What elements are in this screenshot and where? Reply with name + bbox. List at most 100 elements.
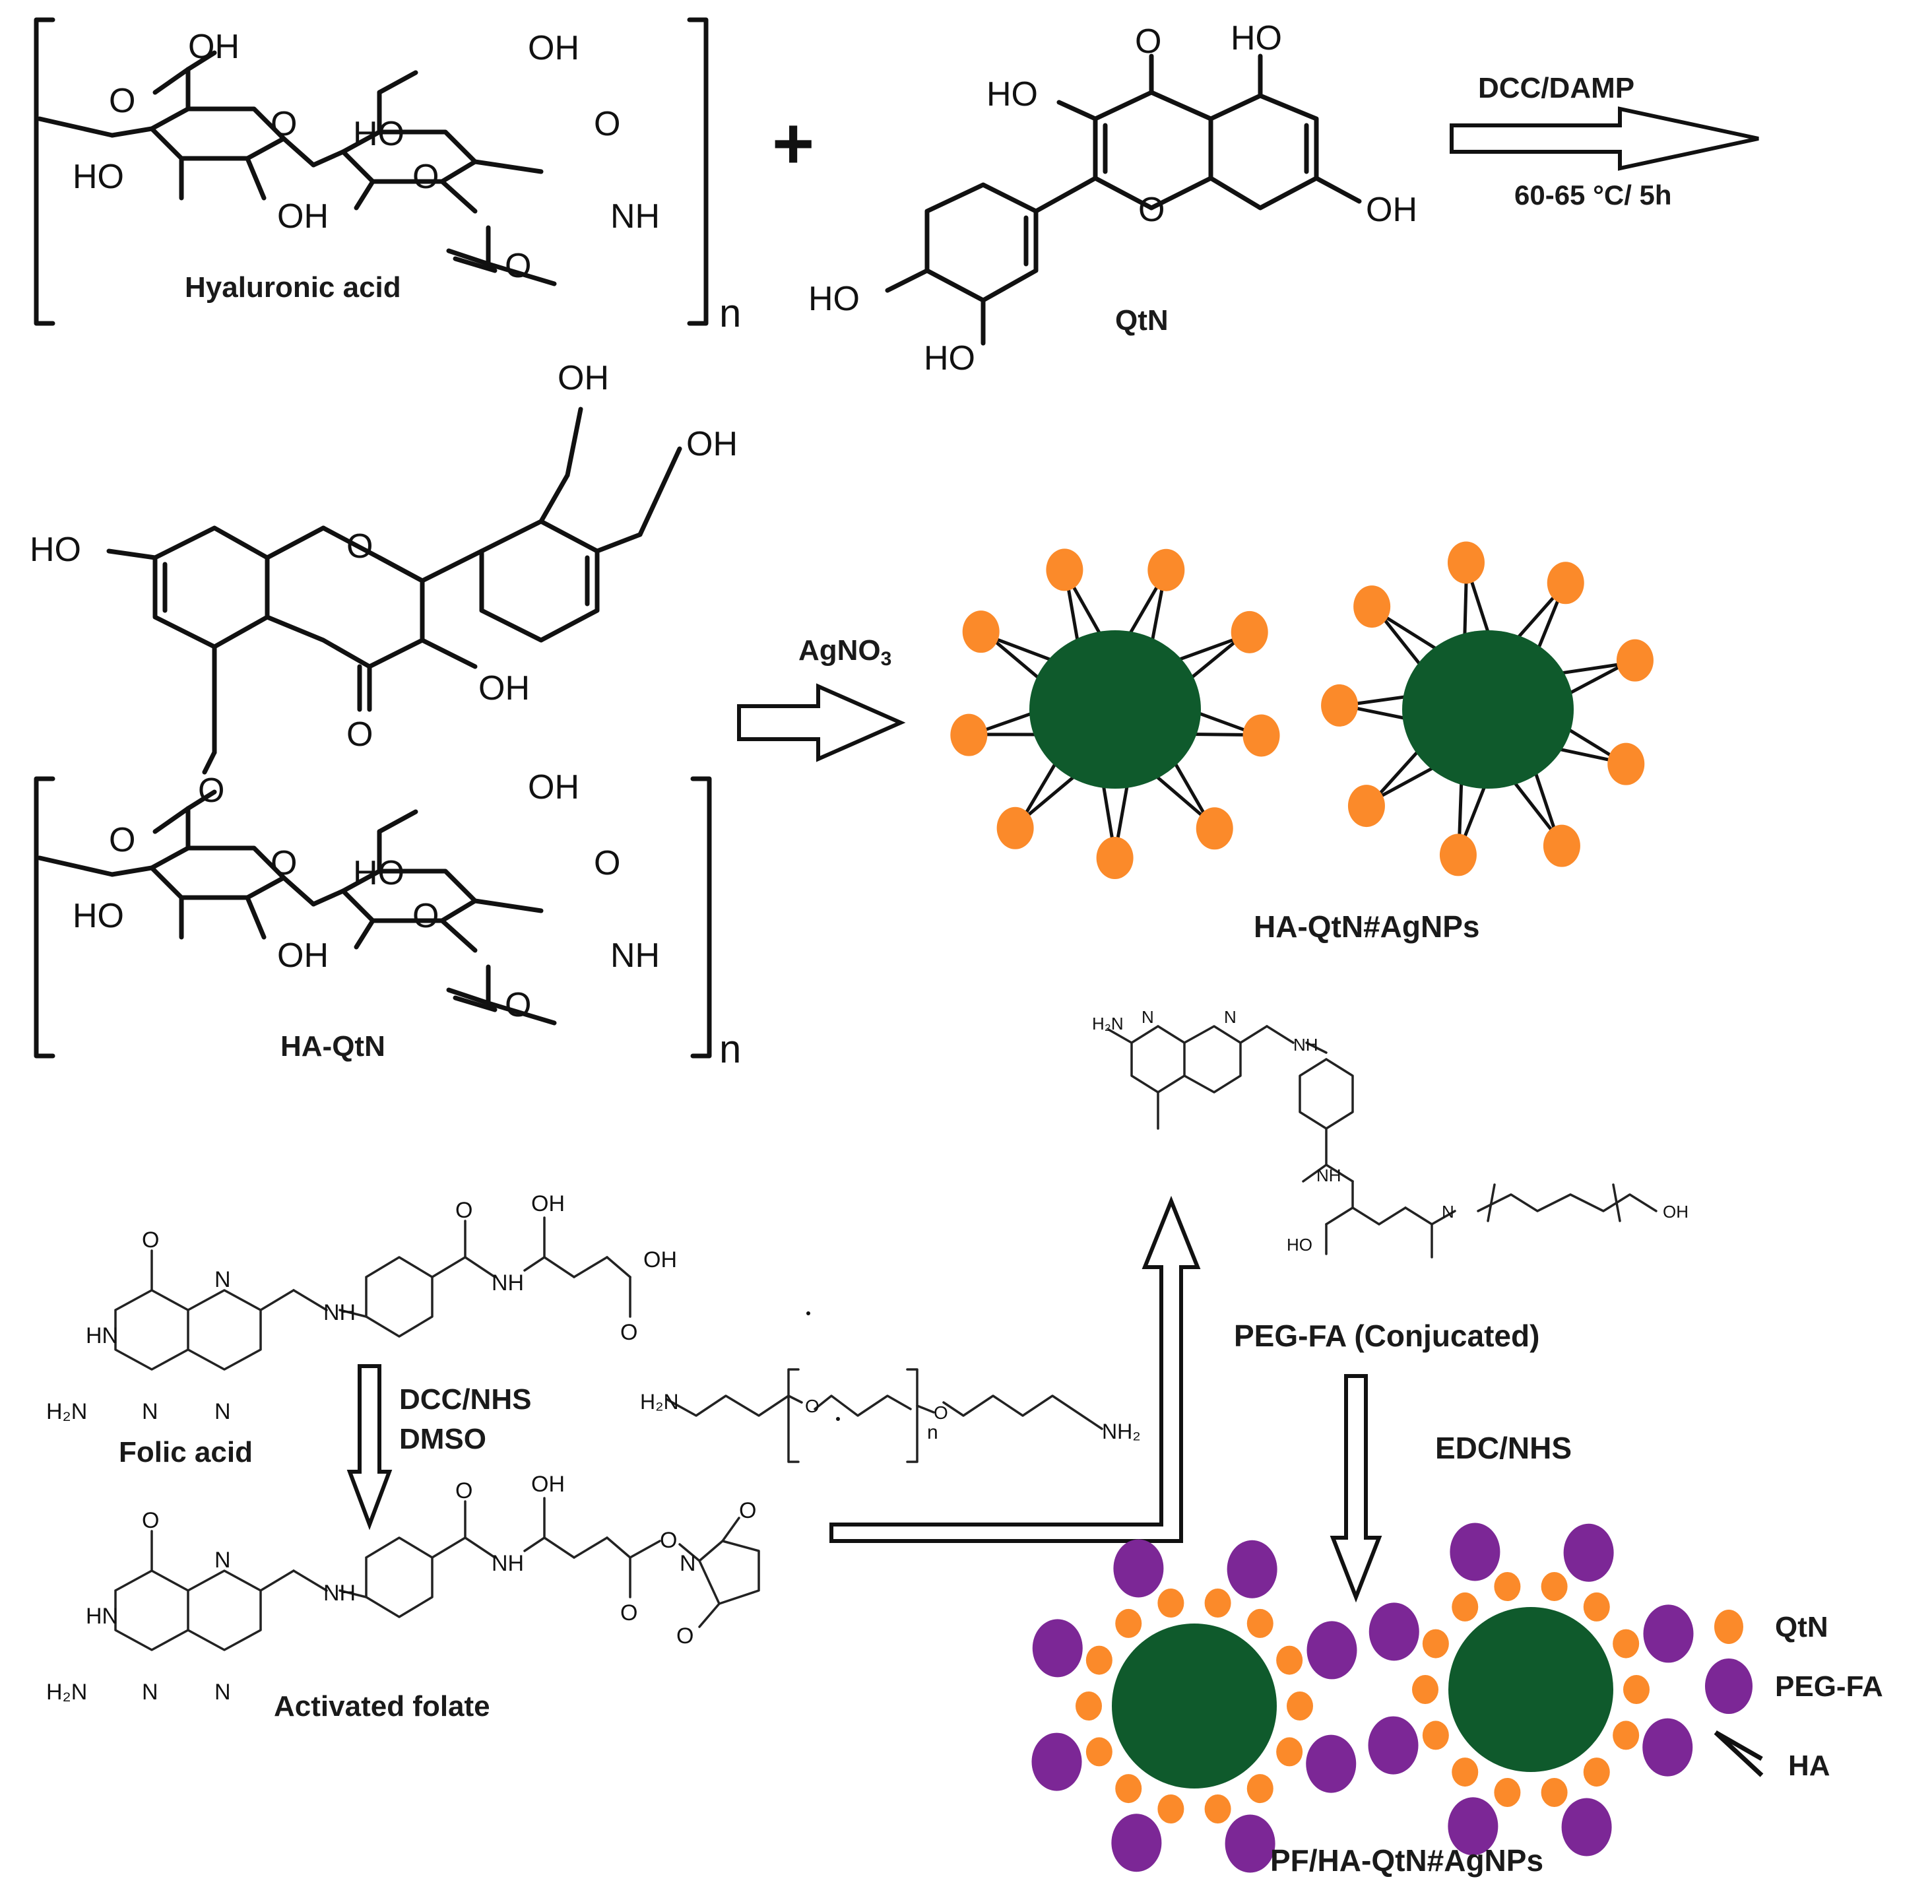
- peg-fa-structure: H₂N N N NH NH HO N OH PEG-FA (Conjucated…: [1092, 1007, 1689, 1353]
- atom-label: H₂N: [1092, 1014, 1124, 1034]
- folic-acid-structure: O HN H₂N N N N NH O NH OH OH O Folic aci…: [46, 1191, 677, 1468]
- reagent-dcc-nhs: DCC/NHS: [399, 1383, 531, 1416]
- step1-arrow: DCC/DAMP 60-65 °C/ 5h: [1450, 72, 1759, 211]
- atom-label: OH: [277, 197, 329, 236]
- quercetin-dot: [1607, 742, 1645, 785]
- peg-fa-dot: [1306, 1621, 1357, 1680]
- pf-ha-qtn-agnps-group: [1031, 1523, 1694, 1873]
- reagent-agno3: AgNO3: [798, 634, 891, 670]
- repeat-n: n: [719, 1027, 741, 1071]
- peg-n: n: [927, 1422, 938, 1443]
- atom-label: N: [1142, 1007, 1154, 1027]
- atom-label: OH: [1366, 191, 1417, 229]
- atom-label: O: [676, 1624, 693, 1649]
- legend-peg-fa-swatch: [1705, 1658, 1753, 1714]
- atom-label: O: [594, 105, 620, 143]
- quercetin-dot: [1157, 1794, 1184, 1823]
- quercetin-dot: [1204, 1589, 1231, 1618]
- quercetin-dot: [1613, 1629, 1640, 1658]
- atom-label: NH: [610, 936, 660, 975]
- atom-label: OH: [558, 359, 609, 397]
- atom-label: HO: [1287, 1235, 1312, 1255]
- peg-fa-dot: [1368, 1716, 1419, 1775]
- ha-qtn-agnp: [1321, 541, 1654, 876]
- quercetin-dot: [1447, 541, 1485, 584]
- atom-label: O: [346, 527, 373, 566]
- atom-label: O: [412, 897, 439, 935]
- quercetin-dot: [1147, 548, 1185, 591]
- quercetin-dot: [1085, 1737, 1112, 1767]
- atom-label: O: [109, 821, 135, 859]
- atom-label: NH: [1293, 1035, 1318, 1055]
- quercetin-dot: [1157, 1589, 1184, 1618]
- atom-label: O: [505, 986, 531, 1024]
- legend-qtn-swatch: [1714, 1610, 1743, 1644]
- silver-core: [1402, 630, 1574, 789]
- atom-label: OH: [643, 1247, 677, 1272]
- quercetin-dot: [962, 610, 1000, 653]
- atom-label: OH: [531, 1191, 565, 1216]
- plus-sign: +: [772, 103, 814, 184]
- ha-qtn-agnps-label: HA-QtN#AgNPs: [1254, 909, 1479, 944]
- atom-label: O: [142, 1508, 159, 1533]
- quercetin-dot: [1452, 1592, 1479, 1622]
- quercetin-dot: [1583, 1757, 1610, 1787]
- quercetin-dot: [1076, 1691, 1102, 1721]
- atom-label: O: [934, 1402, 948, 1423]
- quercetin-dot: [1196, 807, 1233, 850]
- step4-arrow: EDC/NHS: [1330, 1374, 1572, 1603]
- atom-label: OH: [478, 669, 530, 707]
- qtn-label: QtN: [1115, 304, 1169, 337]
- quercetin-dot: [1422, 1629, 1449, 1658]
- atom-label: NH: [1316, 1165, 1341, 1185]
- atom-label: O: [594, 844, 620, 882]
- peg-fa-dot: [1113, 1539, 1164, 1598]
- atom-label: O: [505, 247, 531, 285]
- hyaluronic-acid-label: Hyaluronic acid: [185, 271, 401, 304]
- ha-qtn-label: HA-QtN: [280, 1030, 385, 1063]
- atom-label: N: [214, 1548, 231, 1573]
- quercetin-dot: [1276, 1737, 1303, 1767]
- atom-label: O: [620, 1600, 637, 1625]
- ha-qtn-agnp: [950, 548, 1280, 879]
- quercetin-dot: [1412, 1675, 1438, 1704]
- peg-fa-label: PEG-FA (Conjucated): [1234, 1319, 1539, 1353]
- peg-fa-dot: [1032, 1619, 1083, 1678]
- quercetin-dot: [1541, 1572, 1568, 1602]
- atom-label: N: [214, 1399, 231, 1424]
- atom-label: O: [1135, 22, 1161, 61]
- peg-fa-dot: [1225, 1814, 1275, 1873]
- silver-core: [1112, 1624, 1277, 1789]
- atom-label: O: [455, 1198, 472, 1223]
- quercetin-dot: [1246, 1608, 1273, 1638]
- atom-label: OH: [686, 425, 738, 463]
- quercetin-dot: [1543, 824, 1580, 867]
- quercetin-dot: [1276, 1645, 1303, 1675]
- quercetin-dot: [1494, 1777, 1521, 1807]
- ha-qtn-structure: HO O O OH OH OH O O HO OH O O HO OH O NH…: [30, 359, 741, 1071]
- quercetin-dot: [1452, 1757, 1479, 1787]
- atom-label: O: [1138, 191, 1165, 229]
- atom-label: N: [142, 1680, 158, 1705]
- ha-qtn-agnps-group: [950, 541, 1654, 879]
- atom-label: NH: [492, 1551, 524, 1576]
- atom-label: OH: [528, 29, 579, 67]
- quercetin-dot: [1242, 714, 1280, 757]
- repeat-n: n: [719, 291, 741, 335]
- atom-label: O: [739, 1498, 756, 1523]
- atom-label: N: [214, 1680, 231, 1705]
- atom-label: OH: [528, 768, 579, 806]
- atom-label: O: [198, 771, 224, 810]
- atom-label: NH₂: [1102, 1420, 1141, 1443]
- coupling-arrow: [829, 1195, 1201, 1543]
- atom-label: HO: [353, 854, 404, 892]
- peg-fa-dot: [1642, 1718, 1693, 1777]
- atom-label: HO: [353, 115, 404, 153]
- atom-label: NH: [323, 1581, 356, 1606]
- pf-ha-qtn-agnp: [1031, 1539, 1357, 1873]
- atom-label: NH: [323, 1300, 356, 1325]
- atom-label: O: [109, 82, 135, 120]
- atom-label: OH: [1663, 1202, 1689, 1222]
- quercetin-dot: [1439, 834, 1477, 876]
